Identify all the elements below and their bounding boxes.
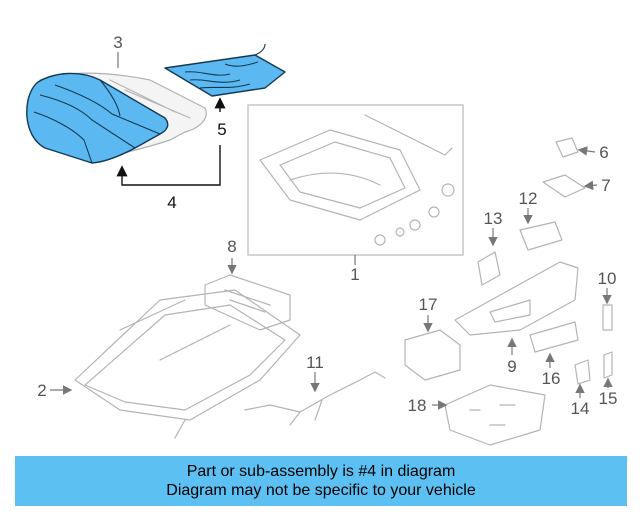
callout-2: 2 bbox=[37, 381, 46, 400]
callout-8: 8 bbox=[227, 237, 236, 256]
banner-line-2: Diagram may not be specific to your vehi… bbox=[166, 482, 476, 499]
part-4-cushion-cover bbox=[26, 72, 169, 164]
callout-13: 13 bbox=[484, 209, 503, 228]
banner-line-1: Part or sub-assembly is #4 in diagram bbox=[186, 463, 456, 480]
part-8-side-panel bbox=[204, 274, 291, 331]
callout-5: 5 bbox=[217, 120, 226, 139]
part-1-seat-frame bbox=[247, 104, 464, 256]
part-16-trim bbox=[529, 321, 579, 353]
part-7-bezel bbox=[542, 174, 586, 198]
part-17-module bbox=[404, 329, 461, 381]
callout-14: 14 bbox=[571, 399, 590, 418]
callout-16: 16 bbox=[542, 369, 561, 388]
part-15-screw bbox=[603, 351, 613, 379]
part-10-clip bbox=[602, 304, 613, 331]
callout-1: 1 bbox=[350, 265, 359, 284]
callout-3: 3 bbox=[113, 33, 122, 52]
part-6-knob bbox=[555, 137, 579, 158]
callout-12: 12 bbox=[519, 189, 538, 208]
part-13-bracket bbox=[477, 251, 501, 286]
leader-4 bbox=[121, 145, 221, 186]
callout-11: 11 bbox=[306, 353, 324, 372]
callout-15: 15 bbox=[599, 389, 618, 408]
part-2-seat-track bbox=[74, 289, 301, 439]
part-9-side-cover bbox=[454, 261, 579, 336]
callout-18: 18 bbox=[408, 396, 427, 415]
callout-6: 6 bbox=[599, 143, 608, 162]
callout-4: 4 bbox=[167, 193, 176, 212]
callout-7: 7 bbox=[601, 176, 610, 195]
callout-17: 17 bbox=[419, 295, 438, 314]
part-12-seat-switch bbox=[519, 221, 563, 251]
part-18-bracket-plate bbox=[444, 384, 546, 446]
callout-10: 10 bbox=[598, 269, 617, 288]
part-14-cap bbox=[574, 359, 591, 385]
callout-9: 9 bbox=[507, 357, 516, 376]
info-banner: Part or sub-assembly is #4 in diagram Di… bbox=[15, 456, 627, 506]
part-5-seat-heater bbox=[164, 43, 286, 97]
part-11-wire-harness bbox=[244, 371, 386, 426]
